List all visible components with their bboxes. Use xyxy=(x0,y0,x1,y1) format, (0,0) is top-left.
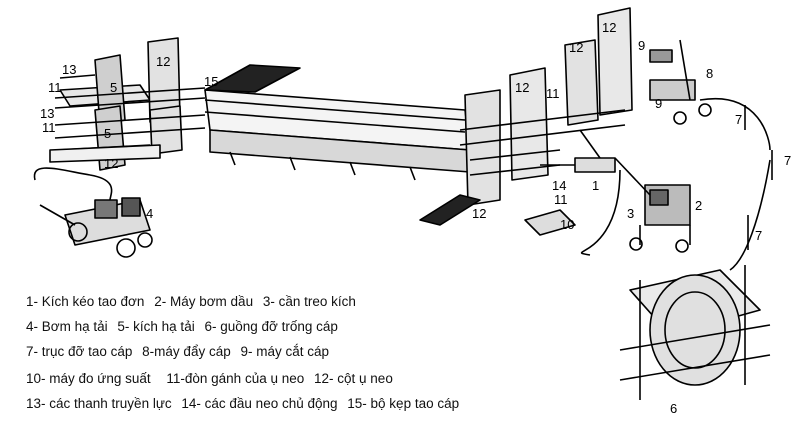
callout-3: 3 xyxy=(627,206,634,221)
oil-pump xyxy=(580,157,691,256)
callout-5b: 5 xyxy=(104,126,111,141)
callout-6: 6 xyxy=(670,401,677,416)
right-anchor-block xyxy=(419,7,633,226)
legend-row-1: 1- Kích kéo tao đơn 2- Máy bơm dầu 3- cầ… xyxy=(26,294,362,309)
relief-pump xyxy=(33,167,153,258)
callout-11b: 11 xyxy=(42,120,56,135)
legend-item-5: 5- kích hạ tải xyxy=(117,319,195,334)
callout-13b: 13 xyxy=(40,106,54,121)
callout-15: 15 xyxy=(204,74,218,89)
callout-4: 4 xyxy=(146,206,153,221)
callout-12e: 12 xyxy=(569,40,583,55)
legend-item-6: 6- guồng đỡ trống cáp xyxy=(204,319,338,334)
callout-5a: 5 xyxy=(110,80,117,95)
callout-7c: 7 xyxy=(755,228,762,243)
callout-2: 2 xyxy=(695,198,702,213)
single-strand-jack xyxy=(540,129,616,173)
left-anchor-upper xyxy=(54,37,206,126)
callout-12c: 12 xyxy=(515,80,529,95)
legend-item-15: 15- bộ kẹp tao cáp xyxy=(347,396,460,411)
legend-row-3: 7- trục đỡ tao cáp 8-máy đẩy cáp 9- máy … xyxy=(26,344,335,359)
callout-11d: 11 xyxy=(554,192,568,207)
callout-12d: 12 xyxy=(472,206,486,221)
legend-row-4: 10- máy đo ứng suất 11-đòn gánh của ụ ne… xyxy=(26,371,399,386)
legend-row-2: 4- Bơm hạ tải 5- kích hạ tải 6- guồng đỡ… xyxy=(26,319,344,334)
legend-item-13: 13- các thanh truyền lực xyxy=(26,396,172,411)
callout-7b: 7 xyxy=(784,153,791,168)
legend-item-14: 14- các đầu neo chủ động xyxy=(181,396,338,411)
legend-item-2: 2- Máy bơm dầu xyxy=(154,294,254,309)
callout-10: 10 xyxy=(560,217,574,232)
cable-drum-cradle xyxy=(619,265,771,400)
legend-item-3: 3- cần treo kích xyxy=(262,294,356,309)
callout-12f: 12 xyxy=(602,20,616,35)
callout-13a: 13 xyxy=(62,62,76,77)
callout-1: 1 xyxy=(592,178,599,193)
callout-11c: 11 xyxy=(546,86,560,101)
callout-9a: 9 xyxy=(638,38,645,53)
callout-11a: 11 xyxy=(48,80,62,95)
callout-12a: 12 xyxy=(156,54,170,69)
tension-meter xyxy=(524,209,576,236)
legend-item-11: 11-đòn gánh của ụ neo xyxy=(166,371,305,386)
casting-bed xyxy=(204,64,471,181)
cable-pusher xyxy=(649,39,771,271)
legend-item-8: 8-máy đẩy cáp xyxy=(142,344,231,359)
legend-item-9: 9- máy cắt cáp xyxy=(240,344,330,359)
callout-14: 14 xyxy=(552,178,566,193)
legend-row-5: 13- các thanh truyền lực 14- các đầu neo… xyxy=(26,396,465,411)
left-anchor-lower xyxy=(49,105,206,171)
callout-9b: 9 xyxy=(655,96,662,111)
legend-item-7: 7- trục đỡ tao cáp xyxy=(26,344,133,359)
legend-item-1: 1- Kích kéo tao đơn xyxy=(26,294,145,309)
legend-item-4: 4- Bơm hạ tải xyxy=(26,319,108,334)
callout-12b: 12 xyxy=(104,156,118,171)
callout-8: 8 xyxy=(706,66,713,81)
callout-7a: 7 xyxy=(735,112,742,127)
legend-item-12: 12- cột ụ neo xyxy=(314,371,393,386)
cable-guide-posts xyxy=(744,105,773,250)
legend-item-10: 10- máy đo ứng suất xyxy=(26,371,151,386)
